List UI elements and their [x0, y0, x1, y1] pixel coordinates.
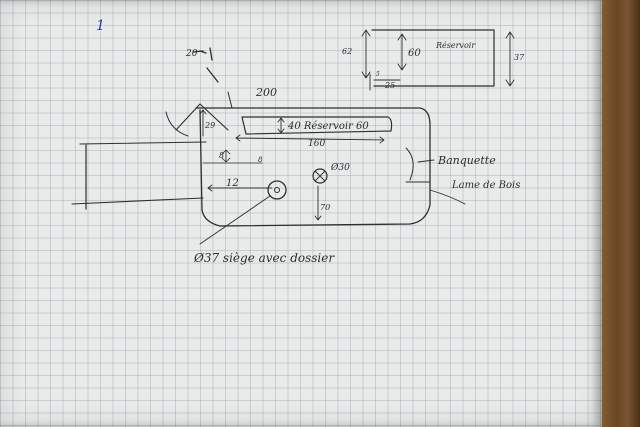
dim-tank-inner: 60 — [408, 48, 421, 59]
dim-tank-bottom2: 5 — [376, 71, 380, 78]
reservoir-side-view: 62 60 Réservoir 37 25 5 — [342, 29, 525, 91]
circle-right-label: Ø30 — [330, 162, 350, 173]
dim-offset-small: 8 — [219, 151, 224, 160]
dim-line-29: 29 — [199, 109, 215, 137]
banquette-sublabel: Lame de Bois — [451, 180, 520, 191]
seat-circle — [199, 180, 287, 245]
circle-30: Ø30 70 — [312, 162, 350, 221]
seat-note: Ø37 siège avec dossier — [193, 251, 335, 265]
top-left-bracket: 20 — [185, 47, 219, 83]
reservoir-side-label: Réservoir — [435, 41, 476, 50]
graph-paper-sheet — [0, 0, 602, 427]
dim-tank-bottom: 25 — [384, 81, 395, 90]
dim-height-lower: 70 — [320, 203, 330, 212]
main-outline — [165, 91, 466, 227]
dim-tank-height: 62 — [342, 47, 352, 56]
reservoir-main-label: 40 Réservoir 60 — [287, 121, 369, 132]
banquette-note: Banquette Lame de Bois — [417, 154, 520, 191]
dim-top-left: 20 — [185, 49, 198, 59]
inner-dimensions: 8 8 12 — [202, 149, 273, 192]
dim-width-main: 200 — [255, 86, 277, 99]
wooden-table-edge — [598, 0, 640, 427]
dim-tank-length: 160 — [308, 139, 325, 149]
page-number: 1 — [96, 18, 105, 34]
left-bench-outline — [71, 141, 207, 210]
banquette-label: Banquette — [437, 154, 496, 167]
dim-tank-side: 37 — [514, 53, 525, 62]
dim-line-160: 160 — [235, 134, 385, 149]
dim-height-left: 29 — [204, 121, 215, 130]
dim-offset-small2: 8 — [258, 156, 263, 164]
dim-width-inner: 12 — [226, 178, 239, 189]
reservoir-main: 40 Réservoir 60 — [241, 116, 393, 135]
